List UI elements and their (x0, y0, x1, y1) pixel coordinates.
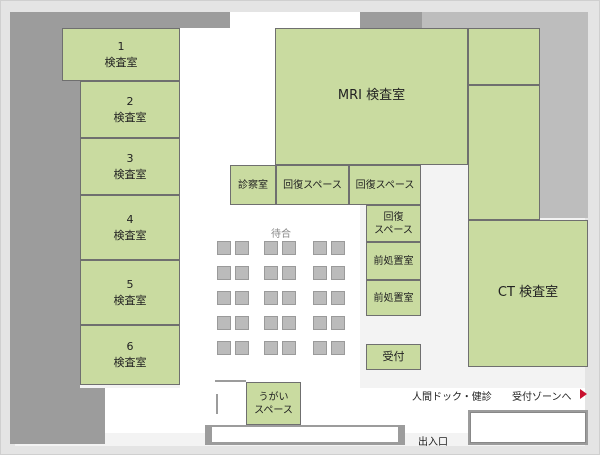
waiting-seat (235, 341, 249, 355)
waiting-seat (313, 266, 327, 280)
prep-room-1[interactable]: 前処置室 (366, 242, 421, 280)
waiting-seat (264, 291, 278, 305)
waiting-seat (331, 266, 345, 280)
exam-room-number: 4 (126, 212, 134, 226)
top-left-wall (10, 12, 230, 28)
exam-room-3[interactable]: 3 検査室 (80, 138, 180, 195)
waiting-seat (313, 291, 327, 305)
waiting-seat (217, 241, 231, 255)
waiting-seat (264, 266, 278, 280)
prep-room-label: 前処置室 (373, 292, 414, 304)
waiting-area-label: 待合 (271, 229, 291, 240)
dock-sign: 人間ドック・健診 (412, 392, 492, 403)
exam-room-label: 検査室 (104, 55, 138, 69)
exam-room-number: 6 (126, 340, 134, 354)
waiting-seat (331, 291, 345, 305)
waiting-seat (313, 316, 327, 330)
mri-room[interactable]: MRI 検査室 (275, 28, 468, 165)
recovery-space-label: 回復スペース (355, 179, 415, 191)
waiting-seat (313, 341, 327, 355)
waiting-seat (282, 341, 296, 355)
exam-room-number: 3 (126, 151, 134, 165)
left-corridor (180, 28, 230, 428)
lower-left-wall (30, 388, 105, 444)
recovery-space-3[interactable]: 回復 スペース (366, 205, 421, 242)
consultation-room[interactable]: 診察室 (230, 165, 276, 205)
partition (215, 380, 246, 382)
storage-room-lower (468, 85, 540, 220)
inner-left-wall (30, 28, 80, 428)
arrow-right-icon (580, 389, 587, 399)
bottom-doorway (212, 427, 398, 442)
recovery-space-label: 回復スペース (283, 179, 342, 191)
ct-room[interactable]: CT 検査室 (468, 220, 588, 367)
exam-room-label: 検査室 (113, 356, 147, 369)
ct-room-label: CT 検査室 (497, 285, 559, 301)
prep-room-2[interactable]: 前処置室 (366, 280, 421, 316)
exam-room-number: 1 (117, 39, 125, 53)
waiting-seat (282, 266, 296, 280)
exam-room-2[interactable]: 2 検査室 (80, 81, 180, 138)
waiting-seat (217, 266, 231, 280)
exam-room-label: 検査室 (113, 228, 147, 242)
exam-room-5[interactable]: 5 検査室 (80, 260, 180, 325)
waiting-seat (235, 316, 249, 330)
waiting-seat (282, 241, 296, 255)
storage-room-upper (468, 28, 540, 85)
waiting-seat (282, 316, 296, 330)
waiting-seat (313, 241, 327, 255)
top-right-wall (422, 12, 588, 28)
right-wall (540, 28, 588, 218)
waiting-seat (264, 241, 278, 255)
exam-room-label: 検査室 (113, 293, 147, 307)
waiting-seat (331, 316, 345, 330)
waiting-seat (235, 241, 249, 255)
waiting-seat (264, 316, 278, 330)
gargle-space[interactable]: うがい スペース (246, 382, 301, 425)
exam-room-6[interactable]: 6 検査室 (80, 325, 180, 385)
recovery-space-line1: 回復 (383, 211, 404, 223)
partition (216, 394, 218, 414)
entrance-door (470, 412, 586, 443)
reception-label: 受付 (382, 350, 405, 364)
reception-zone-sign[interactable]: 受付ゾーンへ (512, 392, 572, 403)
mri-room-label: MRI 検査室 (337, 88, 406, 104)
exam-room-4[interactable]: 4 検査室 (80, 195, 180, 260)
consultation-room-label: 診察室 (238, 179, 268, 191)
waiting-seat (264, 341, 278, 355)
exam-room-number: 2 (126, 94, 134, 108)
exam-room-1[interactable]: 1 検査室 (62, 28, 180, 81)
waiting-seat (235, 266, 249, 280)
gargle-space-line1: うがい (258, 391, 289, 403)
exam-room-number: 5 (126, 277, 134, 291)
exam-room-label: 検査室 (113, 110, 147, 124)
exam-room-label: 検査室 (113, 167, 147, 181)
left-wall (10, 12, 30, 444)
waiting-seat (331, 341, 345, 355)
waiting-seat (282, 291, 296, 305)
waiting-seat (235, 291, 249, 305)
waiting-seat (217, 316, 231, 330)
top-wall-mid (360, 12, 422, 28)
waiting-seat (217, 341, 231, 355)
gargle-space-line2: スペース (254, 404, 293, 416)
entrance-label: 出入口 (418, 437, 448, 448)
waiting-seat (217, 291, 231, 305)
prep-room-label: 前処置室 (373, 255, 414, 267)
recovery-space-2[interactable]: 回復スペース (349, 165, 421, 205)
recovery-space-line2: スペース (374, 224, 413, 236)
reception-desk[interactable]: 受付 (366, 344, 421, 370)
waiting-seat (331, 241, 345, 255)
recovery-space-1[interactable]: 回復スペース (276, 165, 349, 205)
